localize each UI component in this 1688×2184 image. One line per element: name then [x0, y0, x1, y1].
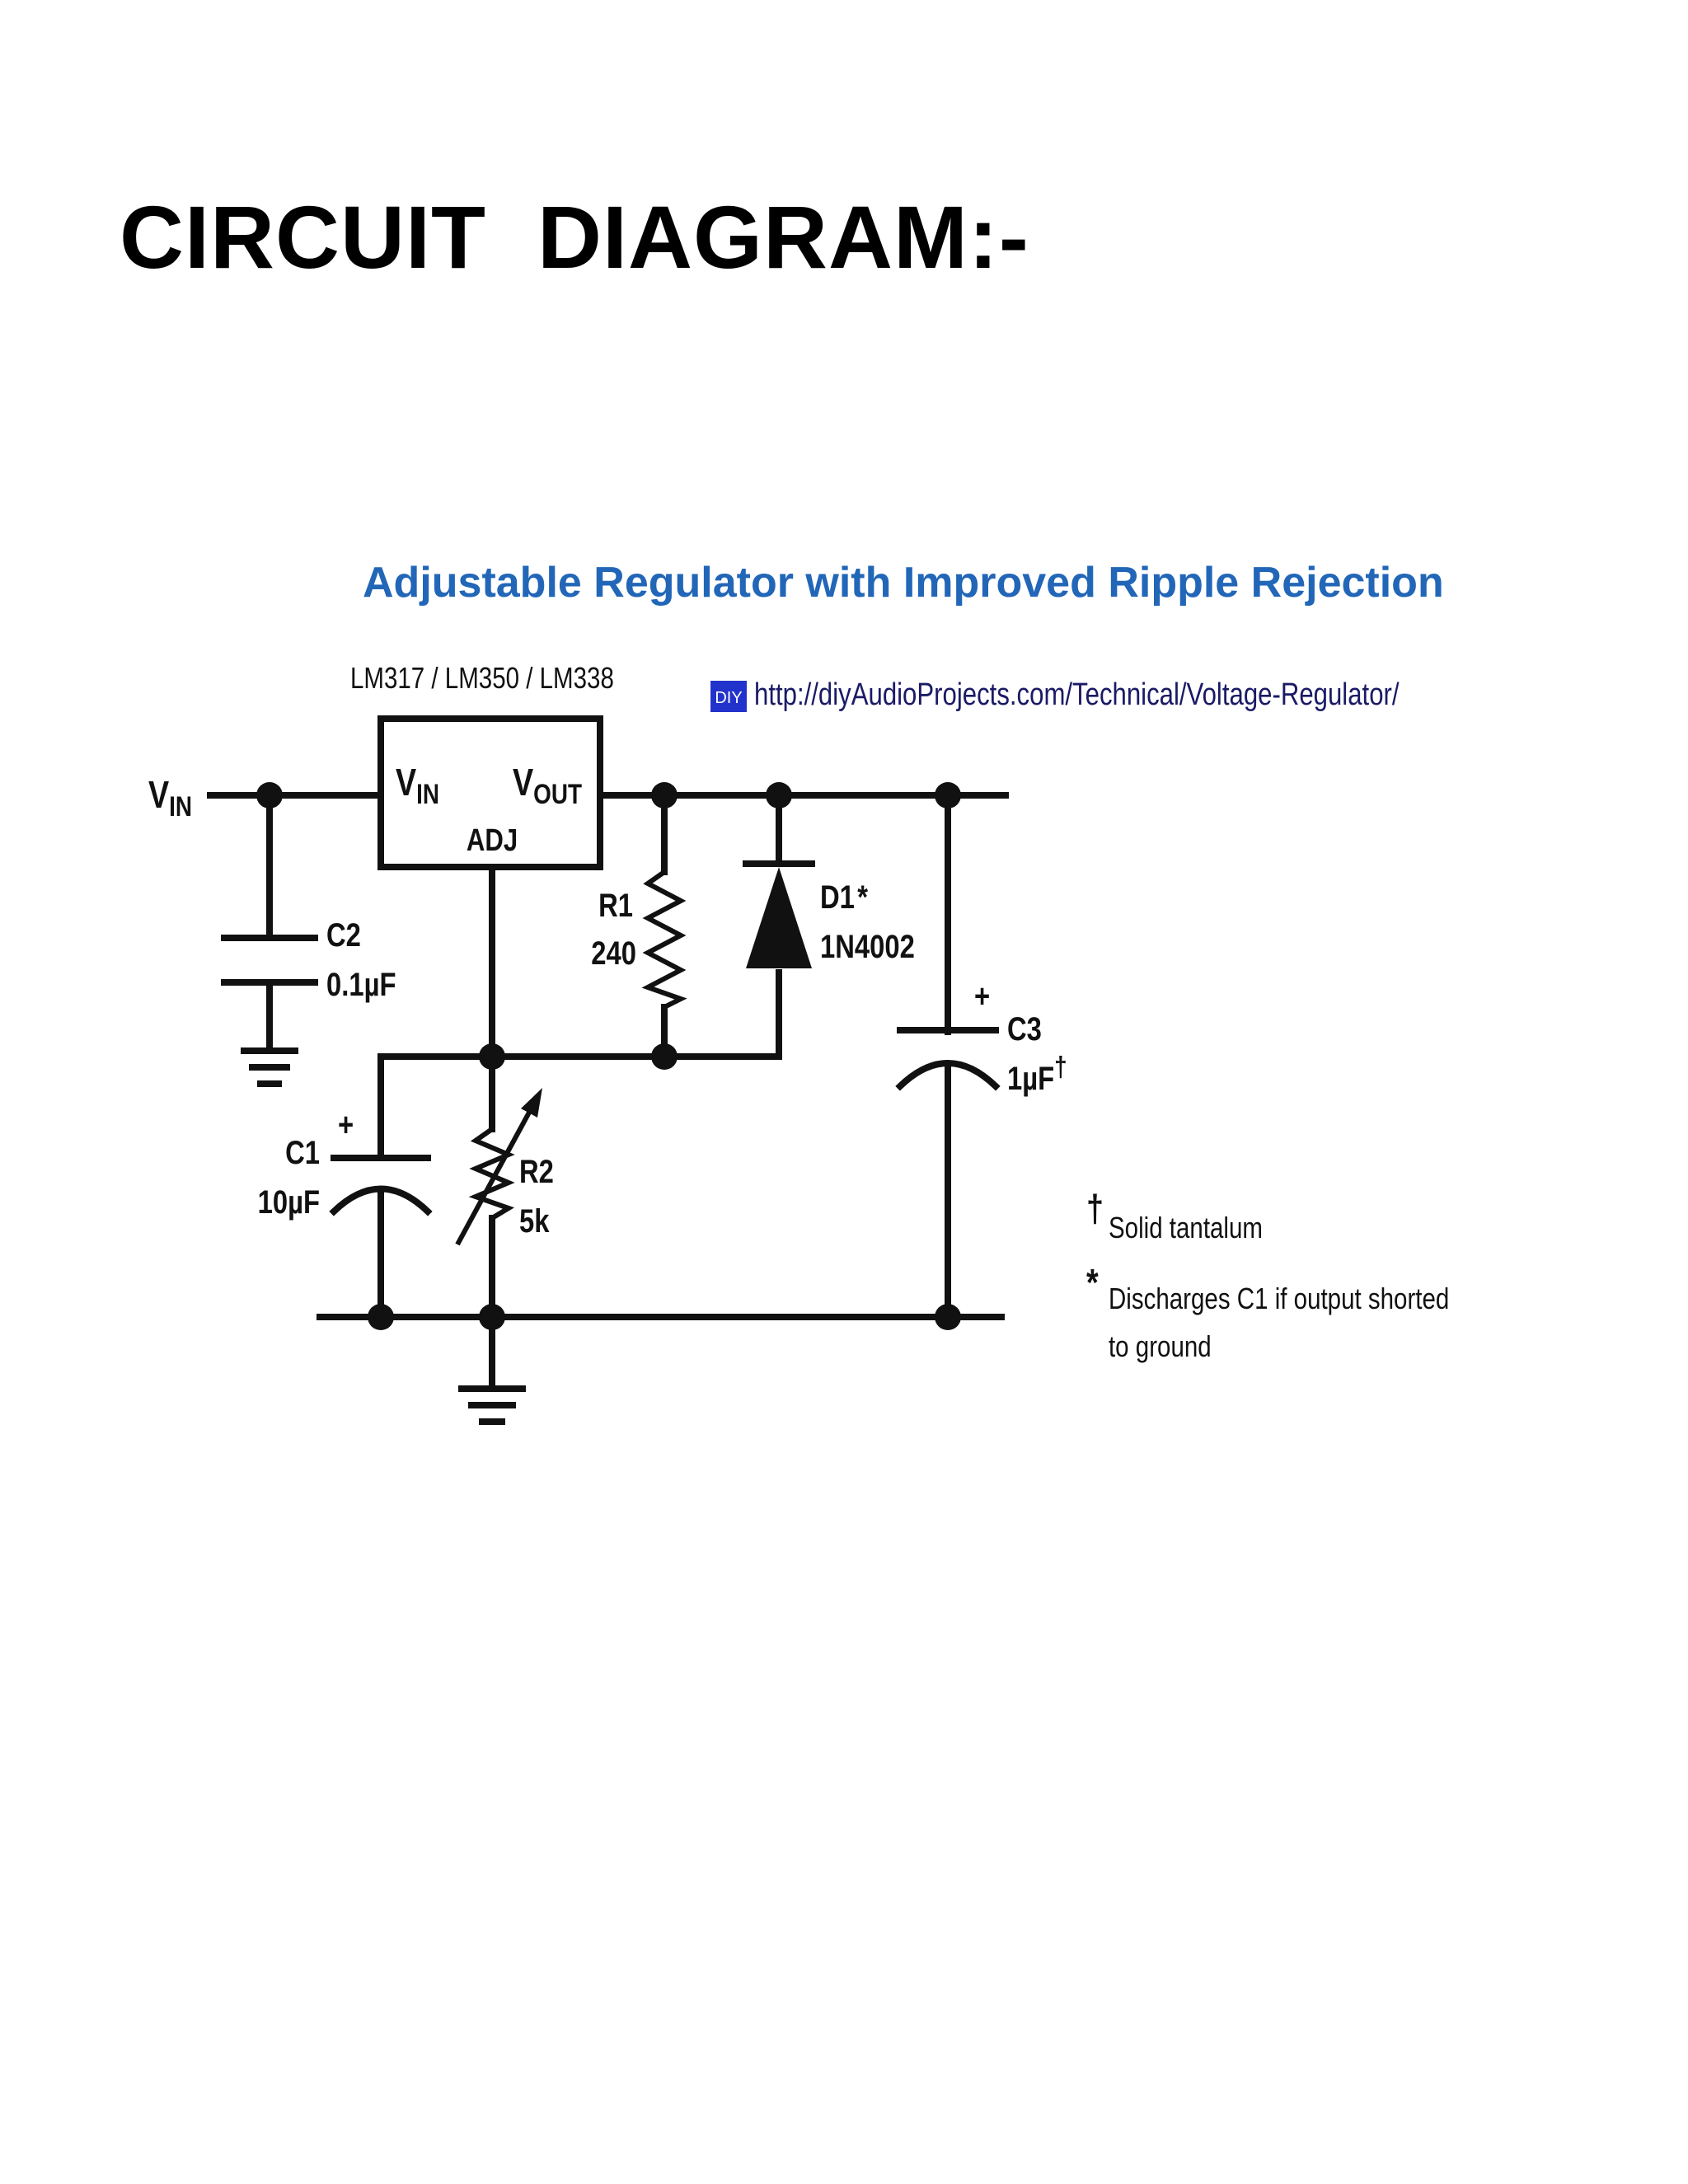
- ground-symbol-main: [458, 1385, 526, 1425]
- svg-text:to ground: to ground: [1109, 1329, 1212, 1362]
- svg-text:+: +: [974, 977, 990, 1015]
- diy-logo: DIY: [710, 681, 747, 712]
- svg-text:DIY: DIY: [715, 689, 742, 707]
- vin-input-label: VIN: [148, 773, 192, 822]
- svg-text:5k: 5k: [519, 1202, 550, 1240]
- regulator-part-label: LM317 / LM350 / LM338: [350, 661, 614, 694]
- note-discharge: * Discharges C1 if output shorted to gro…: [1086, 1261, 1449, 1362]
- svg-text:D1*: D1*: [820, 879, 869, 916]
- variable-resistor-r2: R2 5k: [455, 1088, 554, 1246]
- svg-text:1N4002: 1N4002: [820, 928, 915, 965]
- page-title: CIRCUIT DIAGRAM:-: [120, 187, 1029, 287]
- svg-text:10µF: 10µF: [258, 1183, 320, 1221]
- vout-pin-label: VOUT: [513, 761, 582, 809]
- svg-text:0.1µF: 0.1µF: [326, 966, 396, 1003]
- svg-text:†: †: [1086, 1187, 1104, 1229]
- diode-d1: D1* 1N4002: [743, 860, 915, 968]
- svg-text:240: 240: [591, 935, 636, 972]
- ground-symbol-c2: [241, 1047, 298, 1087]
- regulator-ic: VIN VOUT ADJ: [377, 715, 603, 870]
- svg-text:C1: C1: [285, 1134, 320, 1171]
- svg-text:R2: R2: [519, 1153, 554, 1190]
- svg-text:1µF†: 1µF†: [1007, 1051, 1067, 1096]
- svg-text:Discharges C1 if output shorte: Discharges C1 if output shorted: [1109, 1282, 1449, 1315]
- svg-text:+: +: [338, 1106, 354, 1143]
- svg-text:C2: C2: [326, 916, 361, 954]
- junction-dots: [256, 782, 961, 1330]
- source-link[interactable]: http://diyAudioProjects.com/Technical/Vo…: [754, 677, 1400, 712]
- note-tantalum: † Solid tantalum: [1086, 1187, 1263, 1244]
- svg-text:C3: C3: [1007, 1010, 1042, 1047]
- svg-text:Solid tantalum: Solid tantalum: [1109, 1211, 1263, 1244]
- wires: [207, 792, 1009, 1392]
- diagram-title: Adjustable Regulator with Improved Rippl…: [363, 559, 1444, 607]
- resistor-r1: R1 240: [591, 869, 687, 1010]
- capacitor-c1: + C1 10µF: [258, 1106, 433, 1221]
- svg-text:*: *: [1086, 1261, 1099, 1303]
- capacitor-c3: + C3 1µF†: [895, 977, 1067, 1097]
- vin-pin-label: VIN: [396, 761, 439, 809]
- capacitor-c2: C2 0.1µF: [221, 916, 396, 1003]
- svg-text:R1: R1: [598, 887, 633, 924]
- adj-pin-label: ADJ: [467, 823, 518, 858]
